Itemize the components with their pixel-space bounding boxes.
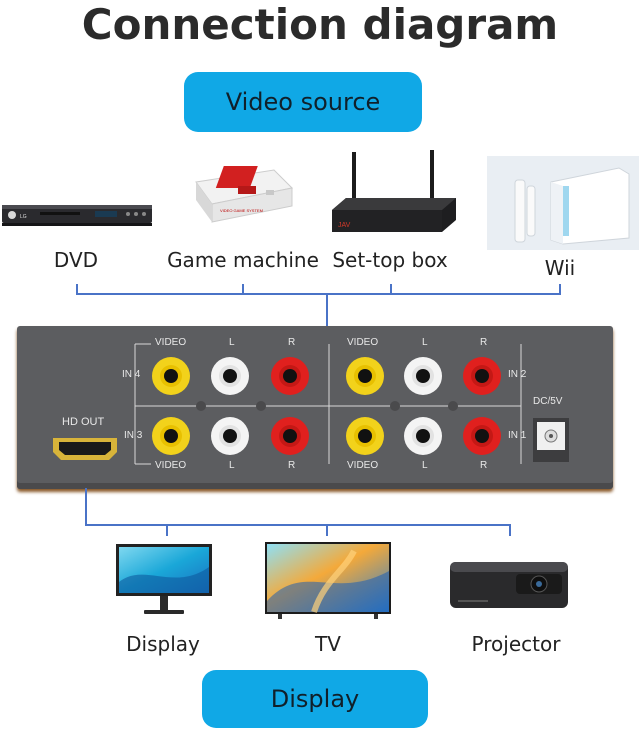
label-hd-out: HD OUT [62, 416, 105, 428]
av-switch-panel-ports [53, 343, 569, 465]
rca-jacks [152, 357, 501, 455]
wire-hdmi-drop [85, 488, 87, 526]
dc-power-jack-icon [533, 418, 569, 462]
device-label-wii: Wii [544, 256, 576, 280]
wire-dvd [76, 284, 78, 294]
wire-tv [326, 524, 328, 536]
hdmi-port-icon [53, 438, 117, 460]
device-label-dvd: DVD [53, 248, 99, 272]
game-console-icon: VIDEO GAME SYSTEM [195, 166, 294, 223]
label-l-top-right: L [420, 337, 430, 348]
label-in-1: IN 1 [508, 430, 527, 441]
label-r-top-right: R [478, 337, 490, 348]
label-l-top-left: L [227, 337, 237, 348]
device-label-game-machine: Game machine [167, 248, 319, 272]
tv-icon [265, 542, 391, 619]
device-label-tv: TV [315, 632, 341, 656]
page-title: Connection diagram [81, 0, 559, 49]
game-box-text: VIDEO GAME SYSTEM [220, 208, 263, 213]
wire-game [242, 284, 244, 294]
projector-icon [450, 562, 568, 608]
wire-display [166, 524, 168, 536]
label-dc-5v: DC/5V [533, 396, 563, 407]
label-l-bottom-right: L [420, 460, 430, 471]
label-video-top-left: VIDEO [153, 337, 189, 348]
wire-projector [509, 524, 511, 536]
video-source-heading: Video source [184, 72, 422, 132]
device-label-display: Display [126, 632, 200, 656]
label-l-bottom-left: L [227, 460, 237, 471]
label-r-bottom-left: R [286, 460, 298, 471]
device-label-set-top-box: Set-top box [332, 248, 448, 272]
label-in-3: IN 3 [124, 430, 143, 441]
label-video-bottom-right: VIDEO [345, 460, 381, 471]
wii-console-icon [514, 167, 630, 245]
label-video-bottom-left: VIDEO [153, 460, 189, 471]
wire-wii [559, 284, 561, 294]
display-heading: Display [202, 670, 428, 728]
wire-display-bus [85, 524, 510, 526]
monitor-icon [116, 544, 212, 614]
stb-brand-logo: JAV [338, 222, 351, 229]
device-label-projector: Projector [471, 632, 561, 656]
set-top-box-icon: JAV [332, 150, 456, 232]
label-r-bottom-right: R [478, 460, 490, 471]
dvd-player-icon: LG [2, 205, 152, 226]
label-r-top-left: R [286, 337, 298, 348]
wire-source-drop [326, 293, 328, 327]
label-video-top-right: VIDEO [345, 337, 381, 348]
wire-source-bus [76, 293, 561, 295]
label-in-4: IN 4 [122, 369, 141, 380]
label-in-2: IN 2 [508, 369, 527, 380]
wire-stb [390, 284, 392, 294]
av-switch-panel [17, 326, 613, 489]
dvd-brand-logo: LG [20, 214, 27, 220]
